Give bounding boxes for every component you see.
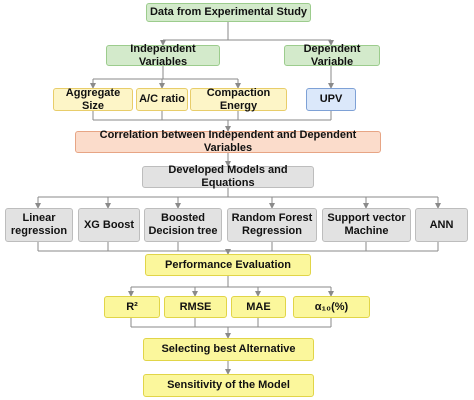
- correlation-box: Correlation between Independent and Depe…: [75, 129, 381, 154]
- performance-evaluation-box: Performance Evaluation: [145, 254, 311, 276]
- upv-box: UPV: [306, 88, 356, 111]
- model-support-vector-machine: Support vector Machine: [322, 208, 411, 242]
- model-xg-boost: XG Boost: [78, 208, 140, 242]
- model-random-forest-regression: Random Forest Regression: [227, 208, 317, 242]
- metric-r2: R²: [104, 296, 160, 318]
- model-boosted-decision-tree: Boosted Decision tree: [144, 208, 222, 242]
- experimental-data-box: Data from Experimental Study: [146, 3, 311, 22]
- variable-compaction-energy: Compaction Energy: [190, 87, 287, 112]
- variable-ac-ratio: A/C ratio: [136, 88, 188, 111]
- independent-variables-box: Independent Variables: [106, 43, 220, 68]
- metric-mae: MAE: [231, 296, 286, 318]
- developed-models-box: Developed Models and Equations: [142, 164, 314, 189]
- selecting-best-alternative-box: Selecting best Alternative: [143, 338, 314, 361]
- sensitivity-box: Sensitivity of the Model: [143, 374, 314, 397]
- model-ann: ANN: [415, 208, 468, 242]
- variable-aggregate-size: Aggregate Size: [53, 87, 133, 112]
- metric-a10: α₁₀(%): [293, 296, 370, 318]
- metric-rmse: RMSE: [164, 296, 227, 318]
- dependent-variable-box: Dependent Variable: [284, 43, 380, 68]
- model-linear-regression: Linear regression: [5, 208, 73, 242]
